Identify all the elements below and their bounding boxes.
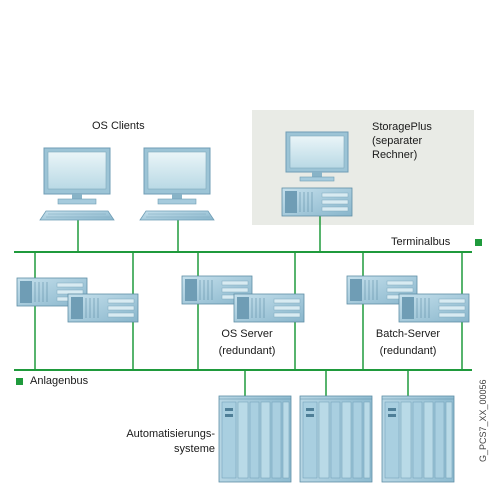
automation-label-line-1: Automatisierungs- [126, 428, 215, 440]
os-clients-label: OS Clients [92, 120, 145, 132]
automation-label-line-2: systeme [174, 443, 215, 455]
storageplus-monitor-icon [285, 131, 349, 182]
os-server-label-line-2: (redundant) [218, 345, 276, 357]
os-server-b-icon [233, 293, 305, 323]
terminalbus-label: Terminalbus [391, 236, 451, 248]
batch-server-label-line-1: Batch-Server [375, 328, 441, 340]
os-server-label-line-1: OS Server [221, 328, 273, 340]
storageplus-label-line-3: Rechner) [372, 149, 418, 161]
server-pair-1-b-icon [67, 293, 139, 323]
document-id: G_PCS7_XX_00056 [478, 379, 488, 462]
terminalbus-marker [475, 239, 482, 246]
plc-3-icon [381, 395, 455, 483]
batch-server-label-line-2: (redundant) [379, 345, 437, 357]
plc-1-icon [218, 395, 292, 483]
plc-2-icon [299, 395, 373, 483]
anlagenbus-marker [16, 378, 23, 385]
storageplus-label-line-2: (separater [372, 135, 423, 147]
os-client-2-icon [139, 147, 215, 221]
batch-server-b-icon [398, 293, 470, 323]
anlagenbus-label: Anlagenbus [30, 375, 89, 387]
os-client-1-icon [39, 147, 115, 221]
storageplus-server-icon [281, 187, 353, 217]
storageplus-label-line-1: StoragePlus [372, 121, 432, 133]
